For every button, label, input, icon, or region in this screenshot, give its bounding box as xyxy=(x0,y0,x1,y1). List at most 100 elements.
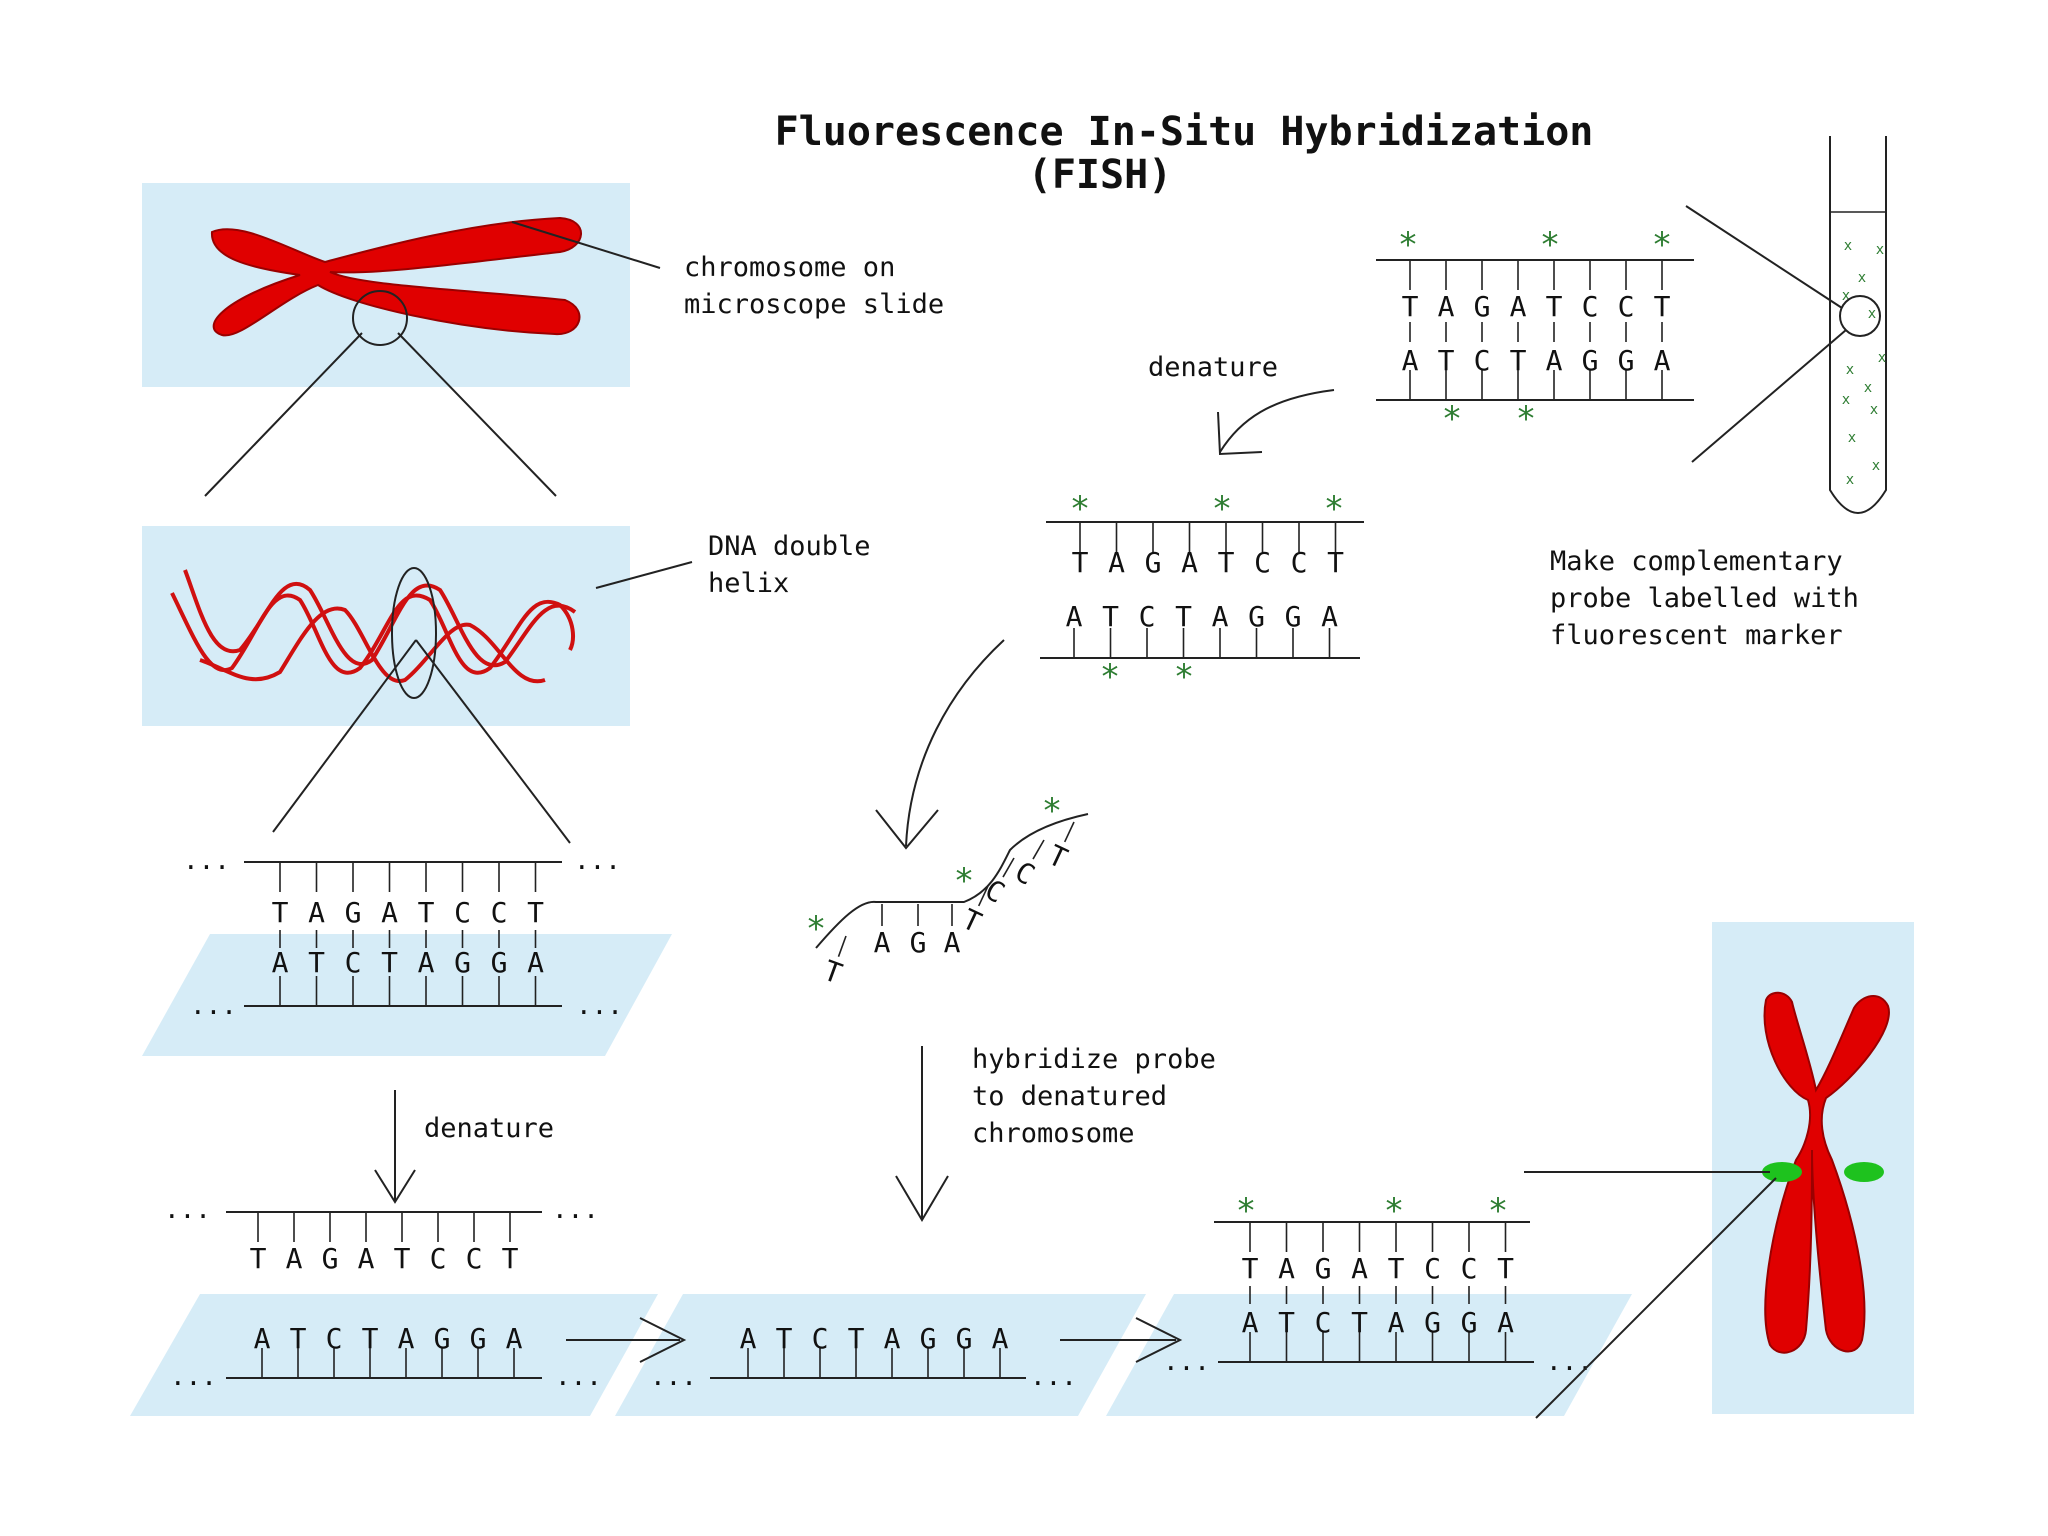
chromosome-strand-base: G xyxy=(1424,1306,1441,1339)
fluorescent-marker-star: * xyxy=(1518,399,1535,439)
fluorescent-marker-star: * xyxy=(1176,657,1193,697)
bottom-strand-base: C xyxy=(812,1322,829,1355)
probe-strand-base: T xyxy=(1242,1252,1259,1285)
probe-strand-base: C xyxy=(1424,1252,1441,1285)
arrowhead-to-panel-6 xyxy=(1135,1317,1183,1363)
probe-bottom-strand-base: A xyxy=(1402,344,1419,377)
top-strand-base: C xyxy=(430,1242,447,1275)
tube-probe-molecule: x xyxy=(1848,430,1856,446)
pointer-line-chromosome xyxy=(511,221,661,269)
fluorescent-marker-star: * xyxy=(1444,399,1461,439)
probe-bottom-strand-base: G xyxy=(1285,600,1302,633)
probe-strand-base: A xyxy=(1278,1252,1295,1285)
probe-bottom-strand-base: T xyxy=(1438,344,1455,377)
ellipsis: ... xyxy=(183,846,230,876)
probe-base: C xyxy=(979,873,1010,910)
probe-strand-base: A xyxy=(1351,1252,1368,1285)
probe-base-tick xyxy=(977,885,989,907)
probe-strand-arrow xyxy=(905,639,1005,847)
fluorescent-spot-right xyxy=(1844,1162,1884,1182)
chromosome-strand-base: A xyxy=(1242,1306,1259,1339)
bottom-strand-base: T xyxy=(308,946,325,979)
probe-base-tick xyxy=(837,935,847,957)
tube-probe-molecule: x xyxy=(1846,362,1854,378)
top-strand-base: T xyxy=(418,896,435,929)
denature-label-left: denature xyxy=(424,1113,554,1144)
test-tube xyxy=(1829,136,1887,514)
ellipsis: ... xyxy=(576,991,623,1021)
tube-zoom-line-bottom xyxy=(1691,329,1847,463)
fluorescent-spot-left xyxy=(1762,1162,1802,1182)
probe-top-strand-base: A xyxy=(1510,290,1527,323)
probe-top-strand-base: C xyxy=(1291,546,1308,579)
top-strand-base: T xyxy=(502,1242,519,1275)
zoom-line-left-1 xyxy=(204,332,363,497)
bottom-strand-base: T xyxy=(381,946,398,979)
tube-probe-molecule: x xyxy=(1858,270,1866,286)
chromosome-strand-base: C xyxy=(1315,1306,1332,1339)
bottom-strand-base: A xyxy=(740,1322,757,1355)
top-strand-base: A xyxy=(381,896,398,929)
probe-bottom-strand-base: A xyxy=(1546,344,1563,377)
fluorescent-marker-star: * xyxy=(1102,657,1119,697)
bottom-strand-base: C xyxy=(326,1322,343,1355)
diagram-subtitle: (FISH) xyxy=(1028,152,1173,198)
chromosome-vertical xyxy=(1763,991,1890,1354)
probe-bottom-strand-base: G xyxy=(1618,344,1635,377)
probe-top-strand-base: G xyxy=(1145,546,1162,579)
fluorescent-marker-star: * xyxy=(1044,791,1061,831)
tube-probe-molecule: x xyxy=(1878,350,1886,366)
tube-probe-molecule: x xyxy=(1846,472,1854,488)
helix-zoom-ellipse xyxy=(391,567,437,699)
ellipsis: ... xyxy=(650,1362,697,1392)
zoom-line-spot xyxy=(1535,1177,1777,1419)
slide-parallelogram-4 xyxy=(130,1294,658,1416)
denature-arrow-top xyxy=(1219,389,1335,453)
probe-top-strand-base: T xyxy=(1218,546,1235,579)
top-strand-base: C xyxy=(466,1242,483,1275)
tube-probe-molecule: x xyxy=(1844,238,1852,254)
tube-probe-molecule: x xyxy=(1842,288,1850,304)
bottom-strand-base: A xyxy=(398,1322,415,1355)
ellipsis: ... xyxy=(574,846,621,876)
ellipsis: ... xyxy=(190,991,237,1021)
probe-bottom-strand-base: A xyxy=(1321,600,1338,633)
probe-bottom-strand-base: G xyxy=(1248,600,1265,633)
bottom-strand-base: A xyxy=(992,1322,1009,1355)
probe-top-strand-base: C xyxy=(1254,546,1271,579)
probe-base-tick xyxy=(1063,821,1075,843)
top-strand-base: G xyxy=(322,1242,339,1275)
bottom-strand-base: G xyxy=(920,1322,937,1355)
ellipsis: ... xyxy=(1030,1362,1077,1392)
probe-base: A xyxy=(874,926,891,959)
probe-strand-base: T xyxy=(1497,1252,1514,1285)
ellipsis: ... xyxy=(164,1195,211,1225)
bottom-strand-base: T xyxy=(362,1322,379,1355)
probe-base: T xyxy=(819,954,846,991)
diagram-title: Fluorescence In-Situ Hybridization xyxy=(775,109,1594,155)
bottom-strand-base: G xyxy=(470,1322,487,1355)
probe-base-tick xyxy=(1032,839,1045,860)
probe-label-line2: probe labelled with xyxy=(1550,583,1859,614)
fluorescent-marker-star: * xyxy=(808,909,825,949)
probe-top-strand-base: A xyxy=(1181,546,1198,579)
chromosome-strand-base: A xyxy=(1497,1306,1514,1339)
probe-top-strand-base: T xyxy=(1072,546,1089,579)
probe-top-strand-base: T xyxy=(1546,290,1563,323)
chromosome-strand-base: G xyxy=(1461,1306,1478,1339)
probe-bottom-strand-base: C xyxy=(1474,344,1491,377)
tube-probe-molecule: x xyxy=(1870,402,1878,418)
pointer-line-helix xyxy=(595,561,693,589)
probe-backbone xyxy=(815,813,1089,949)
fluorescent-marker-star: * xyxy=(1386,1191,1403,1231)
probe-bottom-strand-base: A xyxy=(1066,600,1083,633)
ellipsis: ... xyxy=(1163,1347,1210,1377)
top-strand-base: G xyxy=(345,896,362,929)
ellipsis: ... xyxy=(552,1195,599,1225)
probe-top-strand-base: A xyxy=(1108,546,1125,579)
tube-probe-molecule: x xyxy=(1868,306,1876,322)
slide-parallelogram-5 xyxy=(615,1294,1146,1416)
